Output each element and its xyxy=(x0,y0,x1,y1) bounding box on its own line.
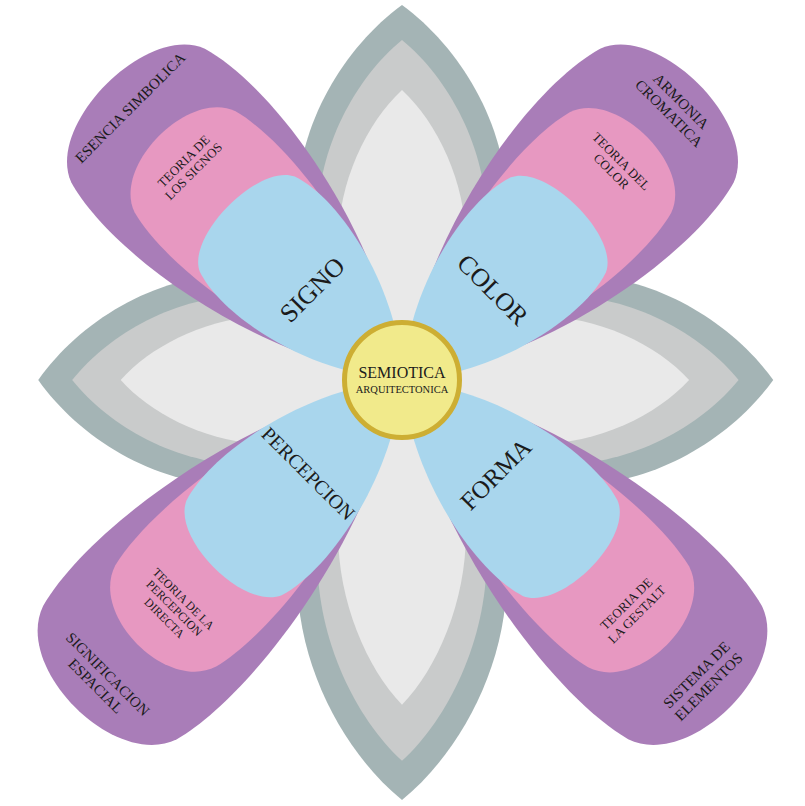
center-title: SEMIOTICA xyxy=(358,363,445,383)
center-circle: SEMIOTICAARQUITECTONICA xyxy=(342,320,462,440)
petal-outline xyxy=(330,12,770,452)
petal-outline xyxy=(177,155,454,432)
center-subtitle: ARQUITECTONICA xyxy=(356,383,449,396)
petal-outline xyxy=(163,329,454,620)
petal-outline xyxy=(351,329,642,620)
petal-outline xyxy=(330,308,802,780)
petal-outline xyxy=(351,155,628,432)
petal-outline xyxy=(34,12,474,452)
petal-outline xyxy=(3,308,475,780)
